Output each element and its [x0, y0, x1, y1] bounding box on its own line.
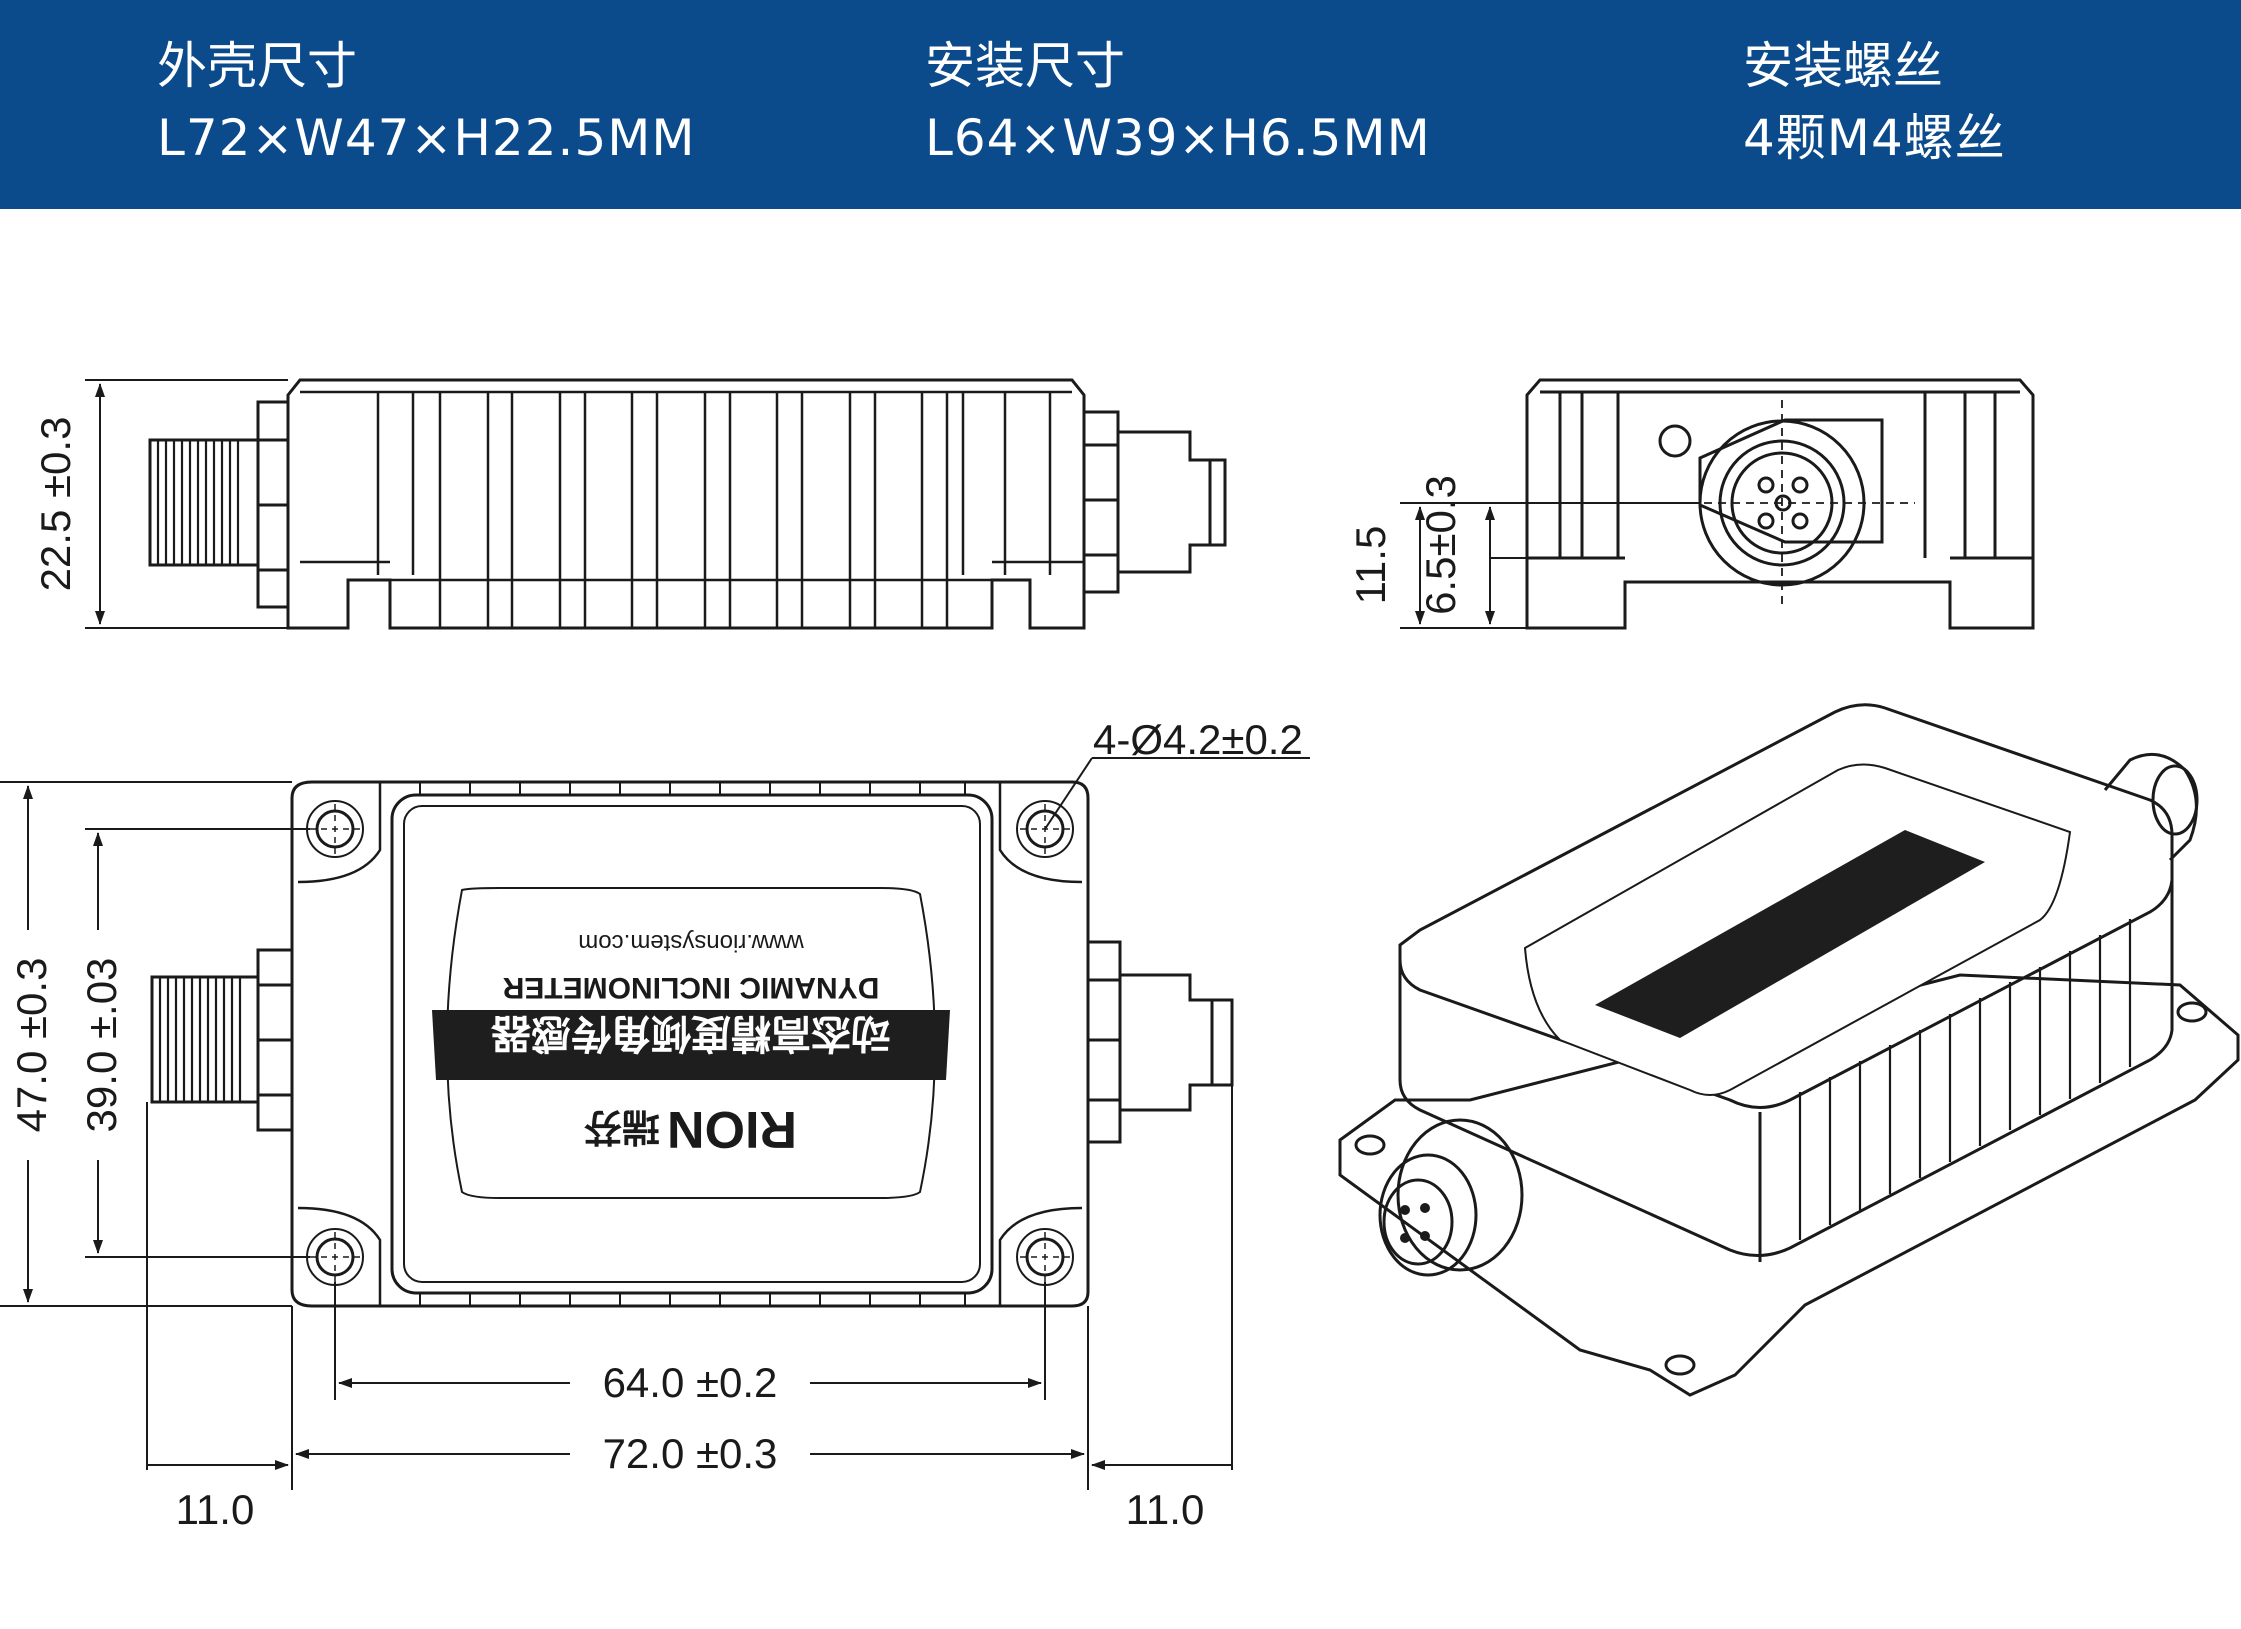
ground-screw-hole [1658, 424, 1692, 458]
housing-ribs [300, 390, 1084, 628]
label-brand-latin: RION [667, 1100, 797, 1158]
side-height-dim: 22.5 ±0.3 [32, 417, 79, 592]
label-url: www.rionsystem.com [578, 929, 804, 956]
width-total-dim: 47.0 ±0.3 [8, 958, 55, 1133]
end-dimension-lines [1400, 502, 1700, 629]
spec-value: L64×W39×H6.5MM [925, 109, 1431, 167]
iso-label-plate [1523, 763, 2072, 1096]
iso-connector-nut [1396, 1118, 1524, 1272]
top-dimension-lines [0, 757, 1310, 1490]
spec-mounting-size: 安装尺寸 L64×W39×H6.5MM [925, 30, 1431, 174]
spec-value: L72×W47×H22.5MM [157, 109, 696, 167]
spec-value: 4颗M4螺丝 [1743, 109, 2006, 167]
height-dimension-lines [85, 379, 288, 629]
center-lines [1690, 400, 1915, 605]
label-brand-cn: 瑞芬 [584, 1105, 660, 1147]
top-view [150, 780, 1234, 1308]
right-hex-nut [1082, 410, 1120, 594]
left-threaded-connector [148, 438, 260, 567]
connector-left-dim: 11.0 [176, 1486, 255, 1533]
iso-back-connector [2103, 752, 2198, 862]
iso-top-face [1398, 703, 2174, 1109]
technical-drawing: 22.5 ±0.3 11.5 6.5±0.3 [0, 378, 2240, 1533]
label-product-cn: 动态高精度倾角传感器 [490, 1011, 891, 1055]
edge-ribs [419, 782, 966, 1306]
length-holes-dim: 64.0 ±0.2 [603, 1359, 778, 1406]
end-housing-outline [1525, 378, 2035, 630]
right-cable-plug [1118, 430, 1227, 574]
iso-ribs [1798, 919, 2132, 1240]
end-flange-dim: 6.5±0.3 [1417, 475, 1464, 615]
spec-label: 安装尺寸 [925, 37, 1125, 95]
connector-threads [156, 440, 240, 565]
spec-banner: 外壳尺寸 L72×W47×H22.5MM 安装尺寸 L64×W39×H6.5MM… [0, 0, 2241, 209]
connector-right-dim: 11.0 [1126, 1486, 1205, 1533]
flange-plate [290, 780, 1090, 1308]
iso-hole [1664, 1354, 1696, 1376]
iso-hole [1354, 1134, 1386, 1156]
housing-outline [286, 378, 1086, 630]
iso-connector-thread [1378, 1153, 1478, 1277]
spec-mounting-screws: 安装螺丝 4颗M4螺丝 [1743, 30, 2006, 174]
end-view [1400, 378, 2035, 630]
spec-label: 安装螺丝 [1743, 37, 1943, 95]
label-product-en: DYNAMIC INCLINOMETER [502, 971, 879, 1004]
connector-hex-face [1698, 418, 1884, 544]
end-total-dim: 11.5 [1347, 526, 1394, 605]
iso-hole [2176, 1001, 2208, 1023]
iso-connector-face [1382, 1178, 1454, 1266]
top-right-hex-nut [1086, 940, 1122, 1144]
width-holes-dim: 39.0 ±.03 [78, 958, 125, 1133]
side-view [85, 378, 1227, 630]
spec-label: 外壳尺寸 [157, 37, 357, 95]
top-left-threaded-connector [150, 975, 260, 1104]
length-total-dim: 72.0 ±0.3 [603, 1430, 778, 1477]
label-plate: www.rionsystem.com DYNAMIC INCLINOMETER … [432, 887, 950, 1199]
hole-callout: 4-Ø4.2±0.2 [1093, 716, 1303, 763]
spec-housing-size: 外壳尺寸 L72×W47×H22.5MM [157, 30, 696, 174]
housing-top-face [390, 793, 994, 1295]
top-right-cable-plug [1120, 973, 1234, 1112]
